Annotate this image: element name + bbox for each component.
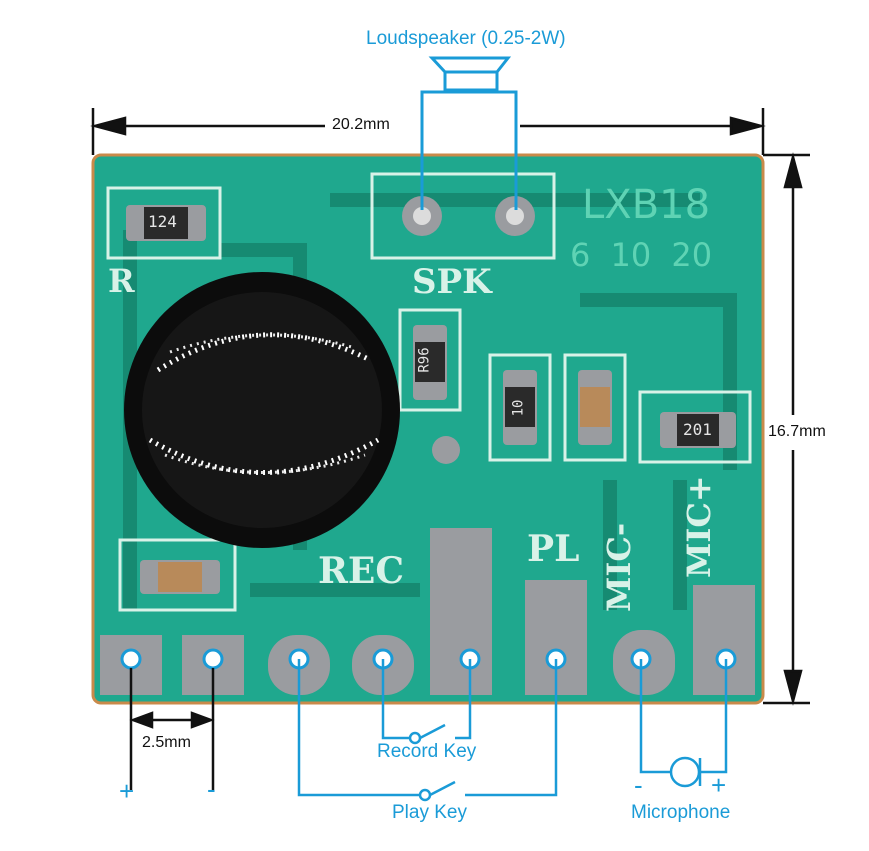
- resistor-124-label: 124: [148, 212, 177, 231]
- mic-minus-silk: MIC-: [600, 522, 638, 612]
- board-variants: 6 10 20: [570, 236, 713, 274]
- smd-resistor-124: [126, 205, 206, 241]
- board-model: LXB18: [582, 182, 711, 228]
- cob-chip: [124, 272, 400, 548]
- r96-outline: [398, 308, 462, 412]
- pitch-label: 2.5mm: [142, 734, 191, 751]
- record-switch-contact: [408, 731, 422, 745]
- minus-terminal-label: -: [207, 774, 216, 804]
- spk-pads: [402, 196, 535, 236]
- play-key-label: Play Key: [392, 802, 467, 823]
- microphone-label: Microphone: [631, 802, 731, 823]
- resistor-10-label: 10: [510, 399, 527, 417]
- width-dimension: [90, 108, 766, 155]
- width-label: 20.2mm: [332, 116, 390, 133]
- loudspeaker-label: Loudspeaker (0.25-2W): [366, 28, 566, 49]
- wiring: [297, 659, 728, 797]
- resistor-201-label: 201: [683, 420, 712, 439]
- test-pad: [432, 436, 460, 464]
- mic-plus-silk: MIC+: [680, 475, 718, 578]
- loudspeaker-icon: [420, 56, 518, 210]
- smd-capacitor-2: [140, 560, 220, 594]
- cap2-outline: [118, 538, 237, 612]
- r10-outline: [488, 353, 552, 462]
- smd-resistor-201: [660, 412, 736, 448]
- record-key-label: Record Key: [377, 741, 477, 762]
- pl-silk: PL: [527, 528, 580, 570]
- plus-terminal-label: +: [119, 776, 135, 806]
- microphone-icon: [669, 756, 702, 788]
- smd-resistor-r96: [413, 325, 447, 400]
- r-outline: [106, 186, 222, 260]
- r201-outline: [638, 390, 752, 464]
- rec-silk: REC: [318, 550, 405, 592]
- mic-plus-label: +: [711, 770, 727, 800]
- r-silk: R: [108, 262, 135, 300]
- spk-outline: [370, 172, 556, 260]
- height-dimension: [763, 152, 810, 706]
- cap-outline: [563, 353, 627, 462]
- pitch-dimension: [129, 668, 215, 790]
- play-switch-contact: [418, 788, 432, 802]
- smd-capacitor: [578, 370, 612, 445]
- silk-outlines: [106, 172, 752, 612]
- connector-pads: [100, 528, 755, 695]
- resistor-r96-label: R96: [416, 347, 433, 373]
- height-label: 16.7mm: [768, 423, 826, 441]
- smd-resistor-10: [503, 370, 537, 445]
- mic-minus-label: -: [634, 770, 643, 800]
- spk-silk: SPK: [412, 262, 492, 302]
